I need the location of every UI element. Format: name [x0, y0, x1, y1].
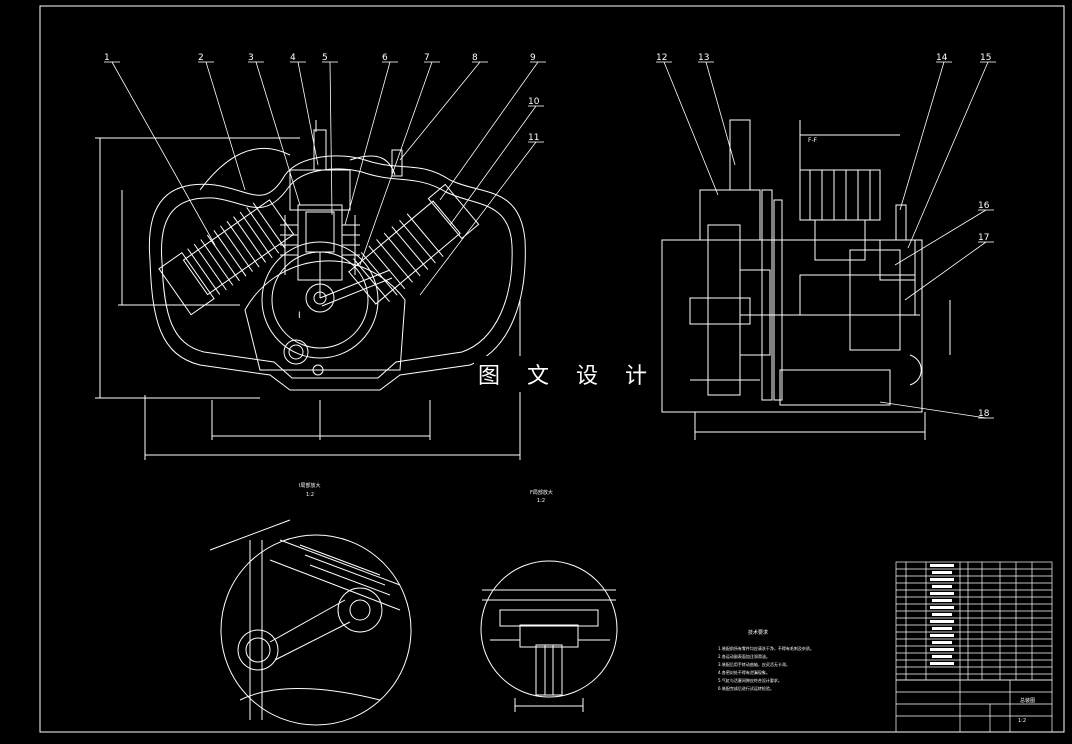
- callout-3: 3: [248, 53, 254, 63]
- section-label-ff: F-F: [808, 137, 818, 144]
- callout-6: 6: [382, 53, 388, 63]
- title-block-text: 总装图 1:2: [1018, 697, 1035, 724]
- note-line: 3.装配后用手转动曲轴，应灵活无卡滞。: [718, 661, 790, 667]
- front-callout-leaders: [104, 61, 546, 296]
- callout-10: 10: [528, 97, 540, 107]
- section-label-i: I: [298, 311, 301, 321]
- technical-notes: 技术要求 1.装配前所有零件均应清洗干净，不得有毛刺及杂质。 2.各运动副表面加…: [718, 629, 814, 691]
- note-line: 4.各密封处不得有泄漏现象。: [718, 669, 770, 675]
- callout-14: 14: [936, 53, 948, 63]
- note-line: 1.装配前所有零件均应清洗干净，不得有毛刺及杂质。: [718, 645, 814, 651]
- callout-8: 8: [472, 53, 478, 63]
- side-callouts: 12 13 14 15 16 17 18 F-F: [656, 53, 991, 419]
- detail-left-scale: 1:2: [306, 492, 314, 498]
- detail-right-scale: 1:2: [537, 498, 545, 504]
- note-line: 6.装配完成后进行试运转检验。: [718, 685, 774, 691]
- callout-18: 18: [978, 409, 990, 419]
- parts-list: [895, 561, 1053, 681]
- detail-right-title: F局部放大: [530, 489, 553, 496]
- detail-left-title: I局部放大: [299, 482, 320, 489]
- callout-12: 12: [656, 53, 667, 63]
- watermark: 图 文 设 计: [474, 356, 661, 392]
- detail-left-labels: I局部放大 1:2: [299, 482, 320, 498]
- callout-15: 15: [980, 53, 991, 63]
- drawing-scale: 1:2: [1018, 718, 1026, 724]
- title-block: [895, 679, 1053, 733]
- detail-view-left: [209, 519, 412, 726]
- callout-11: 11: [528, 133, 539, 143]
- callout-4: 4: [290, 53, 296, 63]
- drawing-name: 总装图: [1020, 697, 1035, 704]
- callout-2: 2: [198, 53, 204, 63]
- detail-right-labels: F局部放大 1:2: [530, 489, 553, 504]
- callout-9: 9: [530, 53, 536, 63]
- callout-13: 13: [698, 53, 709, 63]
- sheet-border: [39, 5, 1065, 733]
- callout-17: 17: [978, 233, 989, 243]
- note-line: 5.气缸与活塞间隙应符合设计要求。: [718, 677, 782, 683]
- front-callouts: 1 2 3 4 5 6 7 8 9 10 11 I: [104, 53, 540, 321]
- callout-1: 1: [104, 53, 110, 63]
- side-callout-leaders: [656, 61, 996, 419]
- front-view: [95, 120, 526, 460]
- callout-7: 7: [424, 53, 430, 63]
- side-view: [661, 119, 951, 440]
- note-line: 2.各运动副表面加注润滑油。: [718, 653, 770, 659]
- callout-16: 16: [978, 201, 990, 211]
- callout-5: 5: [322, 53, 328, 63]
- detail-view-right: [480, 560, 618, 712]
- notes-title: 技术要求: [748, 629, 768, 636]
